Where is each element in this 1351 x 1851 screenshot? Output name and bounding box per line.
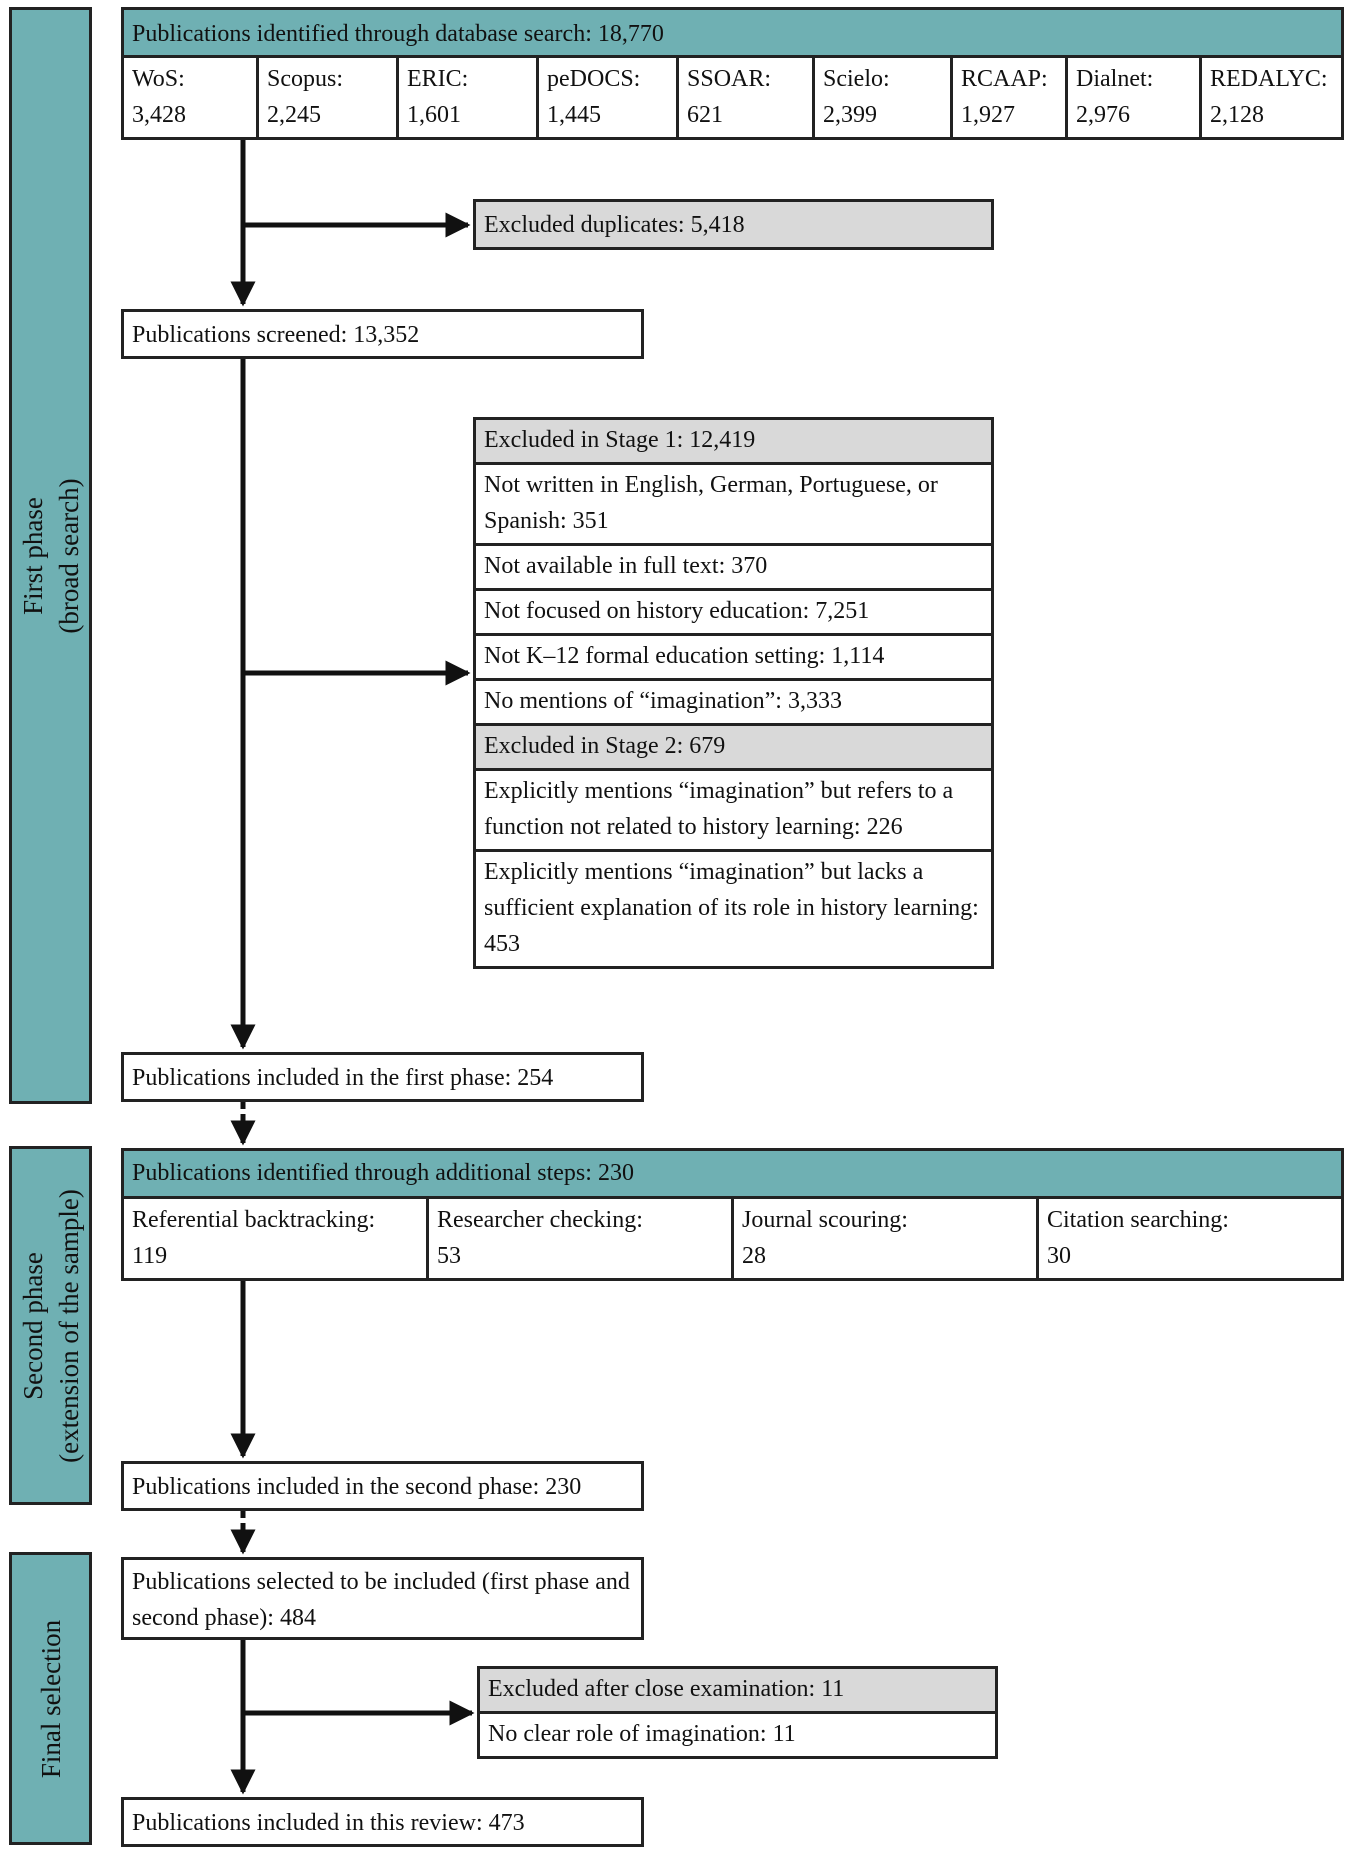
final-exclusion-reason: No clear role of imagination: 11 bbox=[488, 1721, 796, 1747]
exclusion-reason: Not written in English, German, Portugue… bbox=[476, 465, 991, 546]
exclusion-reason: Not K–12 formal education setting: 1,114 bbox=[476, 636, 991, 681]
source-cell: WoS: 3,428 bbox=[124, 58, 259, 137]
additional-steps-header: Publications identified through addition… bbox=[121, 1148, 1344, 1196]
exclusion-reason: Explicitly mentions “imagination” but la… bbox=[484, 859, 979, 957]
included-second-phase-box: Publications included in the second phas… bbox=[121, 1461, 644, 1511]
source-name: ERIC: bbox=[407, 66, 469, 92]
source-cell: Dialnet: 2,976 bbox=[1068, 58, 1202, 137]
exclusion-stages: Excluded in Stage 1: 12,419 Not written … bbox=[473, 417, 994, 969]
stage-2-header: Excluded in Stage 2: 679 bbox=[476, 726, 991, 771]
included-review-box: Publications included in this review: 47… bbox=[121, 1797, 644, 1847]
source-cell: REDALYC: 2,128 bbox=[1202, 58, 1341, 137]
exclusion-reason: No mentions of “imagination”: 3,333 bbox=[476, 681, 991, 726]
source-cell: RCAAP: 1,927 bbox=[953, 58, 1068, 137]
phase-bar-first: First phase (broad search) bbox=[9, 7, 92, 1104]
source-name: RCAAP: bbox=[961, 66, 1048, 92]
source-count: 30 bbox=[1047, 1243, 1071, 1269]
selected-total-box: Publications selected to be included (fi… bbox=[121, 1557, 644, 1640]
source-cell: Journal scouring: 28 bbox=[734, 1199, 1039, 1278]
source-name: Scielo: bbox=[823, 66, 890, 92]
exclusion-reason: Not focused on history education: 7,251 bbox=[476, 591, 991, 636]
stage-1-header: Excluded in Stage 1: 12,419 bbox=[476, 420, 991, 465]
source-name: Dialnet: bbox=[1076, 66, 1154, 92]
source-count: 2,399 bbox=[823, 102, 877, 128]
source-cell: SSOAR: 621 bbox=[679, 58, 815, 137]
source-name: Journal scouring: bbox=[742, 1207, 908, 1233]
source-cell: Researcher checking: 53 bbox=[429, 1199, 734, 1278]
source-name: Citation searching: bbox=[1047, 1207, 1229, 1233]
source-name: REDALYC: bbox=[1210, 66, 1328, 92]
source-count: 2,245 bbox=[267, 102, 321, 128]
excluded-duplicates-box: Excluded duplicates: 5,418 bbox=[473, 199, 994, 250]
source-cell: ERIC: 1,601 bbox=[399, 58, 539, 137]
source-count: 1,445 bbox=[547, 102, 601, 128]
source-cell: Scopus: 2,245 bbox=[259, 58, 399, 137]
source-cell: Scielo: 2,399 bbox=[815, 58, 953, 137]
final-exclusions: Excluded after close examination: 11 No … bbox=[477, 1666, 998, 1759]
source-count: 1,601 bbox=[407, 102, 461, 128]
source-name: Referential backtracking: bbox=[132, 1207, 376, 1233]
phase-bar-final: Final selection bbox=[9, 1552, 92, 1845]
exclusion-reason: Explicitly mentions “imagination” but re… bbox=[476, 771, 991, 852]
source-count: 119 bbox=[132, 1243, 168, 1269]
database-sources-row: WoS: 3,428 Scopus: 2,245 ERIC: 1,601 peDOCS… bbox=[121, 55, 1344, 140]
source-count: 53 bbox=[437, 1243, 461, 1269]
database-search-header: Publications identified through database… bbox=[121, 7, 1344, 55]
source-count: 2,976 bbox=[1076, 102, 1130, 128]
source-name: SSOAR: bbox=[687, 66, 772, 92]
final-exclusion-header: Excluded after close examination: 11 bbox=[480, 1669, 995, 1714]
screened-box: Publications screened: 13,352 bbox=[121, 309, 644, 359]
source-cell: Referential backtracking: 119 bbox=[124, 1199, 429, 1278]
included-first-phase-box: Publications included in the first phase… bbox=[121, 1052, 644, 1102]
exclusion-reason: Not available in full text: 370 bbox=[476, 546, 991, 591]
source-name: Scopus: bbox=[267, 66, 344, 92]
additional-sources-row: Referential backtracking: 119 Researcher … bbox=[121, 1196, 1344, 1281]
source-name: Researcher checking: bbox=[437, 1207, 643, 1233]
source-count: 621 bbox=[687, 102, 723, 128]
source-cell: peDOCS: 1,445 bbox=[539, 58, 679, 137]
source-count: 28 bbox=[742, 1243, 766, 1269]
source-count: 1,927 bbox=[961, 102, 1015, 128]
source-name: WoS: bbox=[132, 66, 185, 92]
source-name: peDOCS: bbox=[547, 66, 641, 92]
source-cell: Citation searching: 30 bbox=[1039, 1199, 1341, 1278]
phase-bar-second: Second phase (extension of the sample) bbox=[9, 1146, 92, 1505]
source-count: 3,428 bbox=[132, 102, 186, 128]
source-count: 2,128 bbox=[1210, 102, 1264, 128]
